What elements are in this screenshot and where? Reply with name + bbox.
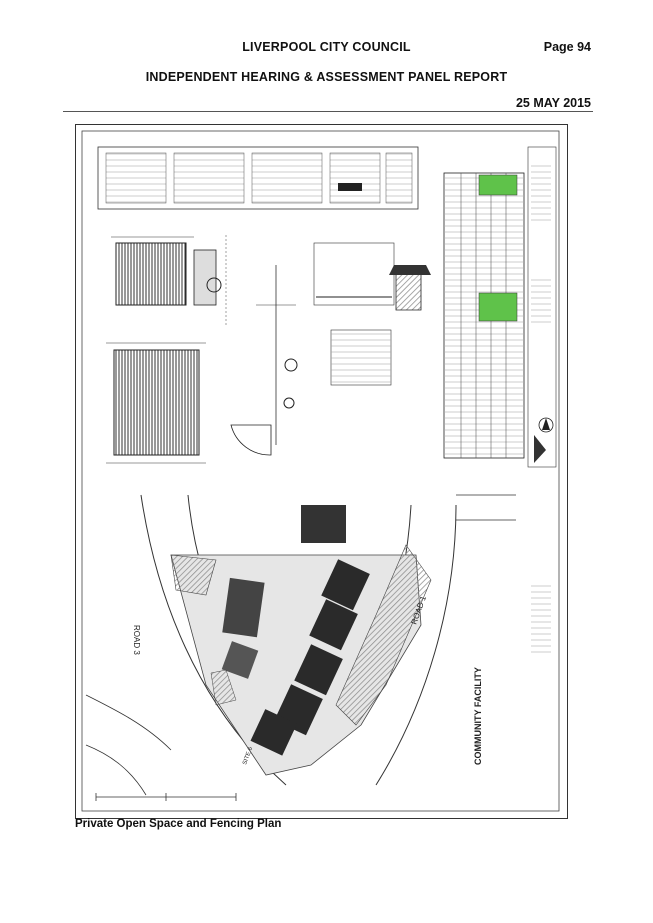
header-rule: [63, 111, 593, 112]
fence-detail-elevations: [106, 235, 227, 464]
drawing-border: [81, 130, 560, 812]
report-title: INDEPENDENT HEARING & ASSESSMENT PANEL R…: [145, 70, 508, 84]
header-council: LIVERPOOL CITY COUNCIL: [242, 40, 411, 54]
site-lots: [170, 505, 432, 776]
schedule-table: [443, 172, 525, 459]
north-arrow: [538, 417, 554, 433]
report-date: 25 MAY 2015: [515, 96, 591, 110]
title-block: [527, 146, 557, 655]
site-plan-drawing: ROAD 3 ROAD 1 COMMUNITY FACILITY SITE 6: [75, 124, 568, 819]
figure-caption: Private Open Space and Fencing Plan: [75, 818, 282, 830]
plan-svg: ROAD 3 ROAD 1 COMMUNITY FACILITY SITE 6: [81, 130, 560, 812]
section-details: [313, 242, 431, 386]
page-number: Page 94: [543, 40, 591, 54]
community-facility-label: COMMUNITY FACILITY: [473, 667, 483, 765]
road-3-label: ROAD 3: [132, 625, 141, 655]
site-label: SITE 6: [242, 746, 254, 766]
notes-block: [97, 146, 419, 210]
scale-bar: [95, 793, 237, 801]
post-detail: [230, 265, 298, 456]
